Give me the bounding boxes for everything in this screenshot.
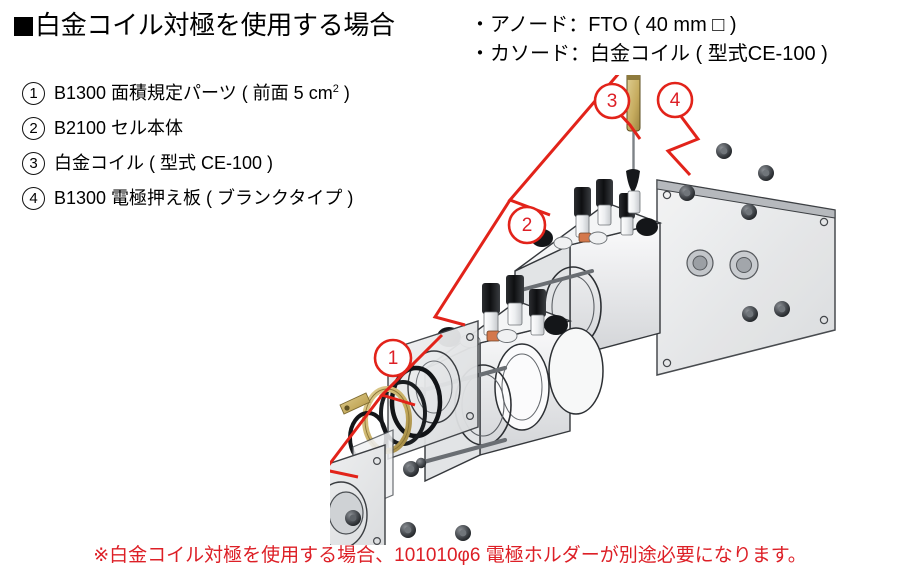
screw [742, 306, 758, 322]
parts-list-item-4: 4 B1300 電極押え板 ( ブランクタイプ ) [22, 185, 442, 220]
port-cap [574, 187, 591, 238]
part-label-4: B1300 電極押え板 ( ブランクタイプ ) [54, 188, 354, 208]
platinum-coil-electrode [626, 75, 641, 214]
spec-cathode-line: ・カソード：白金コイル ( 型式CE-100 ) [470, 43, 828, 65]
area-defining-parts-stack [330, 320, 479, 545]
footer-note: ※白金コイル対極を使用する場合、101010φ6 電極ホルダーが別途必要になりま… [93, 545, 807, 566]
screw [774, 301, 790, 317]
port-cap [596, 179, 613, 226]
callout-4-leader [665, 114, 701, 177]
callout-badges: 3 4 2 1 [373, 81, 694, 378]
part-label-1-superscript: 2 [332, 83, 339, 95]
callout-3-leader [617, 111, 642, 140]
screw [716, 143, 732, 159]
exploded-assembly-diagram: 3 4 2 1 [330, 75, 900, 545]
callout-1-label: 1 [388, 348, 399, 369]
screw [679, 185, 695, 201]
middle-port-caps [437, 275, 568, 348]
area-defining-plate [330, 444, 386, 545]
cell-chamber-cylinder [494, 327, 604, 431]
electrode-spec-block: ・アノード：FTO ( 40 mm □ ) ・カソード：白金コイル ( 型式CE… [470, 11, 828, 69]
callout-4-label: 4 [670, 90, 681, 111]
callout-badge-3: 3 [593, 82, 631, 120]
part-label-1-tail: ) [338, 83, 350, 103]
parts-list-item-1: 1 B1300 面積規定パーツ ( 前面 5 cm2 ) [22, 80, 442, 115]
part-label-3: 白金コイル ( 型式 CE-100 ) [54, 153, 274, 173]
parts-list: 1 B1300 面積規定パーツ ( 前面 5 cm2 ) 2 B2100 セル本… [22, 80, 442, 220]
spec-anode-line: ・アノード：FTO ( 40 mm □ ) [470, 14, 737, 36]
callout-badge-4: 4 [656, 81, 694, 119]
page-title: 白金コイル対極を使用する場合 [14, 8, 395, 42]
part-number-badge-3: 3 [22, 152, 45, 175]
callout-3-label: 3 [607, 91, 618, 112]
callout-1-leader-lower [330, 394, 384, 479]
port-cap [506, 275, 524, 326]
middle-cell-assembly [415, 275, 604, 483]
part-number-badge-2: 2 [22, 117, 45, 140]
parts-list-item-3: 3 白金コイル ( 型式 CE-100 ) [22, 150, 442, 185]
screw [741, 204, 757, 220]
part-label-1: B1300 面積規定パーツ ( 前面 5 cm2 ) [54, 80, 350, 106]
callout-leaders [330, 75, 701, 479]
callout-badge-1: 1 [373, 338, 413, 378]
part-label-1-main: B1300 面積規定パーツ ( 前面 5 cm [54, 83, 333, 103]
part-label-2: B2100 セル本体 [54, 118, 184, 138]
screw [758, 165, 774, 181]
screw [403, 461, 419, 477]
part-number-badge-1: 1 [22, 82, 45, 105]
port-cap [482, 283, 500, 336]
assembly-illustration: 3 4 2 1 [330, 75, 836, 545]
screw [455, 525, 471, 541]
callout-2-leader-lower [432, 199, 512, 327]
callout-badge-2: 2 [507, 205, 547, 245]
screw [400, 522, 416, 538]
part-number-badge-4: 4 [22, 187, 45, 210]
port-cap [529, 289, 546, 336]
black-square-marker-icon [14, 17, 33, 36]
parts-list-item-2: 2 B2100 セル本体 [22, 115, 442, 150]
loose-screws-group [400, 143, 790, 541]
callout-2-label: 2 [522, 215, 533, 236]
page-title-text: 白金コイル対極を使用する場合 [35, 10, 395, 40]
